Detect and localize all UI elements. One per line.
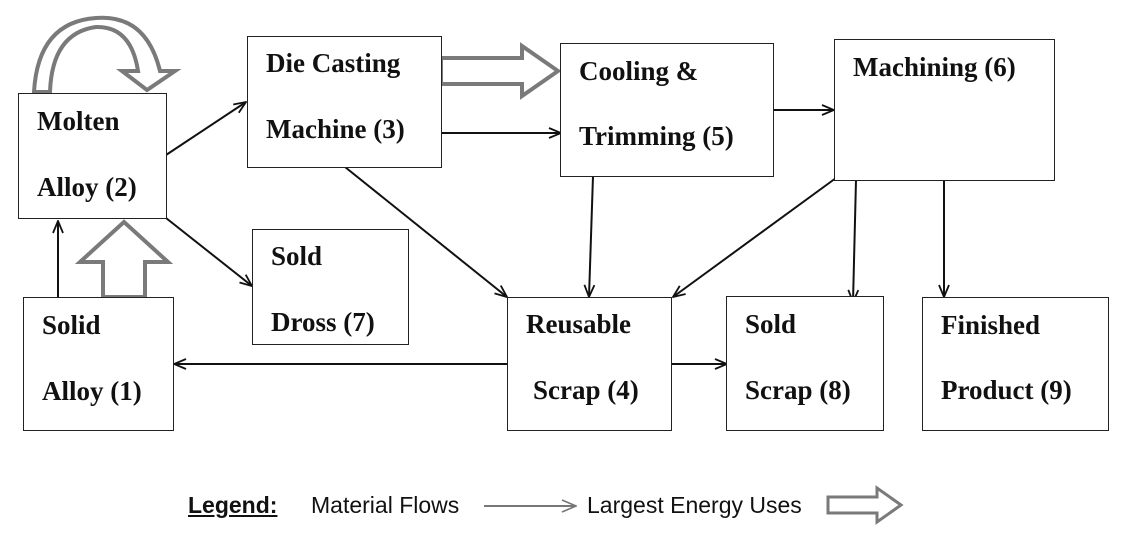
- node-finished-product-line1: Finished: [941, 310, 1041, 340]
- legend-largest-energy-uses-label: Largest Energy Uses: [587, 492, 802, 518]
- flow-diecasting-to-reusable: [344, 166, 507, 297]
- node-sold-dross-line1: Sold: [271, 241, 323, 271]
- node-cooling-trimming-line2: Trimming (5): [579, 121, 734, 151]
- flow-machining-to-soldscrap: [853, 179, 856, 302]
- node-reusable-scrap-line2: Scrap (4): [533, 375, 639, 405]
- energy-arrow-solid-to-molten: [74, 219, 174, 299]
- node-reusable-scrap-line1: Reusable: [526, 309, 632, 339]
- flow-machining-to-reusable: [673, 177, 837, 297]
- node-molten-alloy-line2: Alloy (2): [37, 172, 137, 202]
- energy-loop-molten-alloy: [31, 15, 182, 94]
- flow-molten-to-diecasting: [165, 102, 246, 156]
- node-cooling-trimming: [560, 43, 774, 177]
- node-die-casting-line1: Die Casting: [266, 48, 401, 78]
- flow-cooling-to-reusable: [589, 175, 593, 297]
- node-solid-alloy-line2: Alloy (1): [42, 376, 142, 406]
- node-finished-product: [922, 297, 1109, 431]
- node-machining: [834, 39, 1055, 181]
- legend-title: Legend:: [188, 492, 278, 518]
- node-die-casting-machine: [247, 36, 442, 168]
- node-die-casting-line2: Machine (3): [266, 114, 405, 144]
- energy-arrow-diecasting-to-cooling: [439, 42, 562, 100]
- node-sold-scrap-line2: Scrap (8): [745, 375, 851, 405]
- node-solid-alloy-line1: Solid: [42, 310, 101, 340]
- node-cooling-trimming-line1: Cooling &: [579, 56, 699, 86]
- node-reusable-scrap: [507, 297, 672, 431]
- node-sold-scrap: [726, 296, 884, 431]
- node-sold-dross: [252, 229, 409, 345]
- node-finished-product-line2: Product (9): [941, 375, 1072, 405]
- node-sold-scrap-line1: Sold: [745, 309, 797, 339]
- node-machining-line1: Machining (6): [853, 52, 1016, 82]
- legend-material-flows-label: Material Flows: [311, 492, 460, 518]
- flow-molten-to-dross: [165, 217, 252, 286]
- legend-energy-arrow: [826, 485, 904, 525]
- node-sold-dross-line2: Dross (7): [271, 307, 375, 337]
- node-solid-alloy: [23, 297, 174, 431]
- node-molten-alloy-line1: Molten: [37, 106, 120, 136]
- node-molten-alloy: [18, 93, 167, 219]
